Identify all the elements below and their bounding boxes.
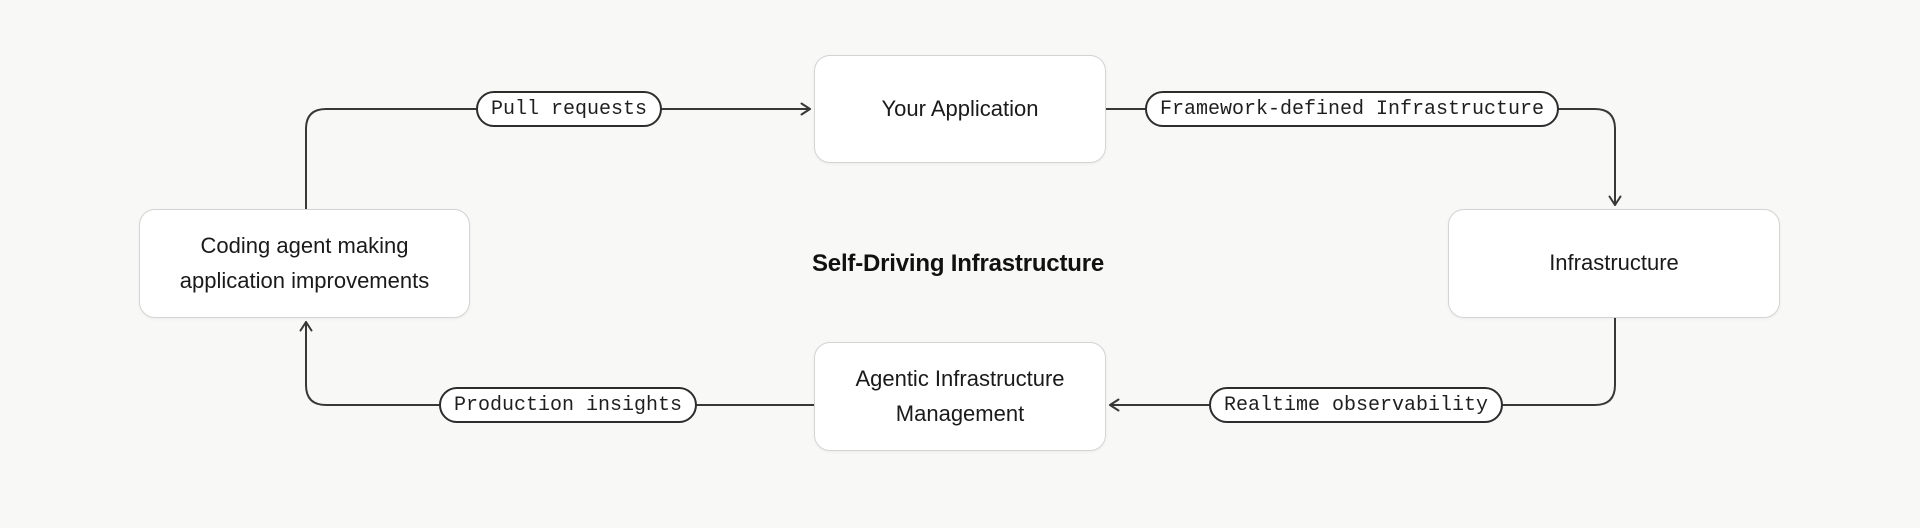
arrowhead-up-icon (299, 321, 313, 332)
node-agentic-label: Agentic Infrastructure Management (855, 366, 1065, 426)
node-your-application-label: Your Application (881, 95, 1039, 121)
edge-label-realtime-observability: Realtime observability (1208, 387, 1504, 423)
edge-realtime-observability-line (1109, 317, 1616, 406)
arrowhead-right-icon (800, 102, 811, 116)
node-coding-agent-label: Coding agent making application improvem… (179, 233, 430, 293)
edge-label-framework-defined-infrastructure: Framework-defined Infrastructure (1144, 91, 1560, 127)
diagram-title: Self-Driving Infrastructure (812, 250, 1104, 277)
arrowhead-left-icon (1109, 398, 1120, 412)
edge-production-insights-line (305, 321, 815, 406)
edge-pull-requests-line (305, 108, 811, 210)
edge-label-pull-requests: Pull requests (475, 91, 663, 127)
edge-framework-defined-line (1105, 108, 1616, 206)
arrowhead-down-icon (1608, 195, 1622, 206)
edge-label-production-insights: Production insights (438, 387, 698, 423)
node-infrastructure: Infrastructure (1448, 209, 1780, 318)
node-agentic-infrastructure-management: Agentic Infrastructure Management (814, 342, 1106, 451)
node-your-application: Your Application (814, 55, 1106, 163)
node-coding-agent: Coding agent making application improvem… (139, 209, 470, 318)
node-infrastructure-label: Infrastructure (1549, 250, 1679, 276)
